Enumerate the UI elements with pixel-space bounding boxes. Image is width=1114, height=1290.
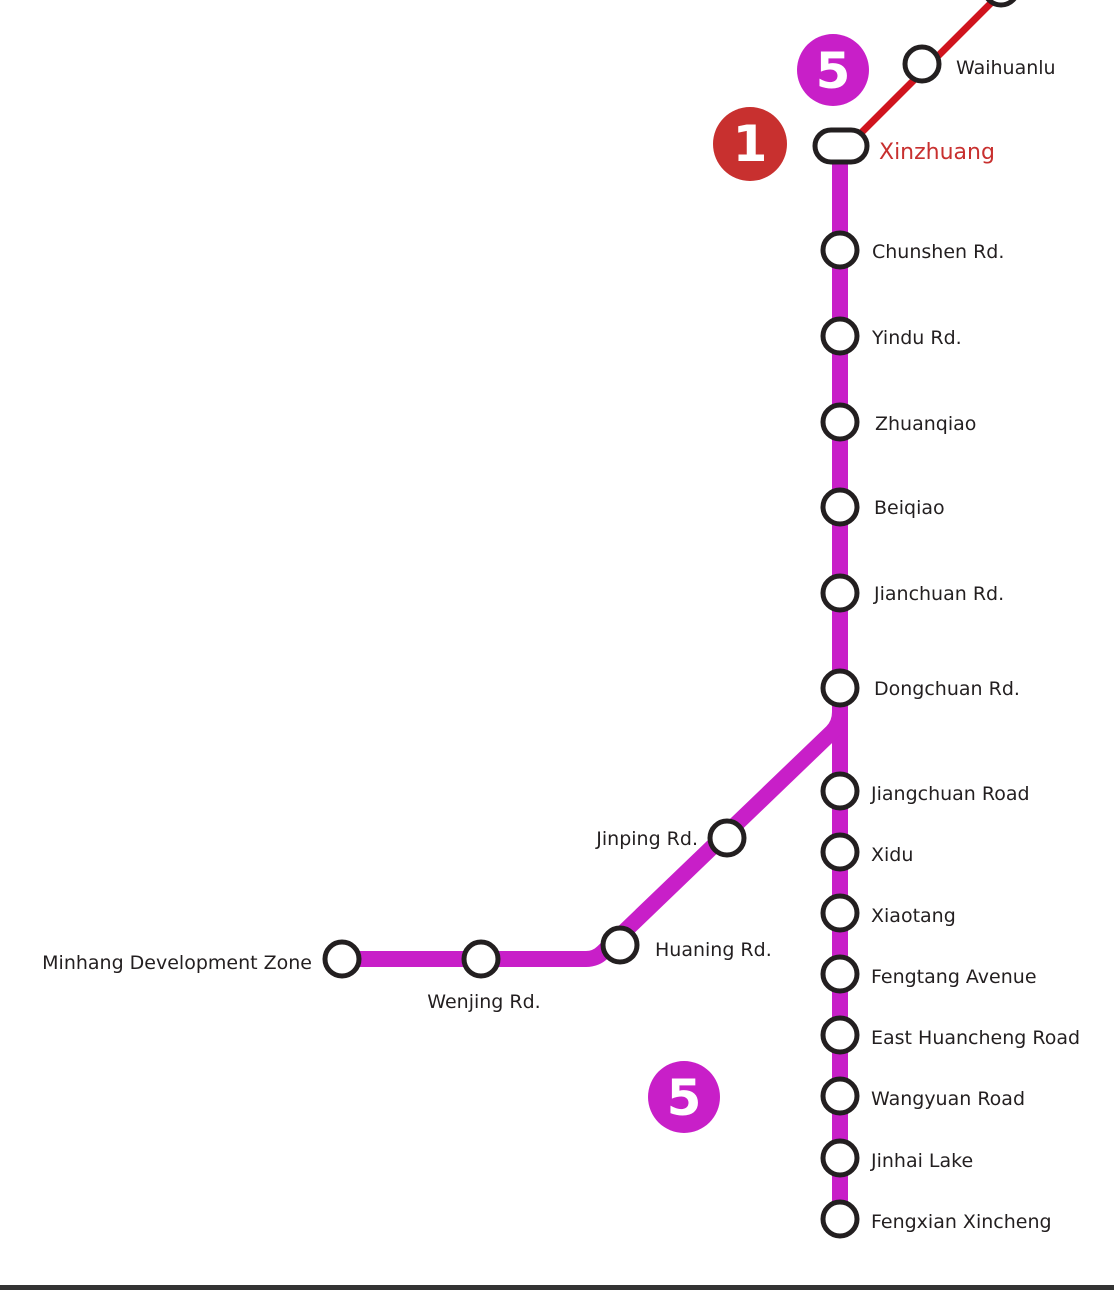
station-xinzhuang[interactable]: Xinzhuang [812,127,995,165]
station-label: Huaning Rd. [655,939,772,961]
station-label: Fengtang Avenue [871,966,1037,988]
station-marker[interactable] [820,1015,860,1055]
station-marker[interactable] [820,487,860,527]
station-marker[interactable] [820,954,860,994]
station-marker[interactable] [820,668,860,708]
station-marker[interactable] [820,316,860,356]
station-label: Zhuanqiao [875,413,976,435]
line-5-badge-top: 5 [797,34,869,106]
bottom-border [0,1285,1114,1290]
interchange-station-marker[interactable] [812,127,870,165]
station-label: Chunshen Rd. [872,241,1004,263]
station-yindu-rd[interactable]: Yindu Rd. [820,316,962,356]
station-jinhai-lake[interactable]: Jinhai Lake [820,1138,973,1178]
station-fengxian-xincheng[interactable]: Fengxian Xincheng [820,1199,1052,1239]
line-5-badge-circle [648,1061,720,1133]
station-label: East Huancheng Road [871,1027,1080,1049]
station-marker[interactable] [820,832,860,872]
line-5-badge-number: 5 [816,42,851,100]
station-huaning-rd[interactable]: Huaning Rd. [600,925,772,965]
station-jianchuan-rd[interactable]: Jianchuan Rd. [820,573,1004,613]
station-label: Xidu [871,844,913,866]
line-1-badge-number: 1 [733,115,768,173]
station-marker[interactable] [820,402,860,442]
station-label: Wangyuan Road [871,1088,1025,1110]
station-label: Yindu Rd. [871,327,962,349]
station-label: Jiangchuan Road [870,783,1030,805]
station-zhuanqiao[interactable]: Zhuanqiao [820,402,976,442]
station-marker[interactable] [820,893,860,933]
station-marker[interactable] [820,1076,860,1116]
station-label: Beiqiao [874,497,945,519]
line-5-badge-number: 5 [667,1069,702,1127]
station-jinping-rd[interactable]: Jinping Rd. [595,818,747,858]
line-1-badge-circle [713,107,787,181]
station-chunshen-rd[interactable]: Chunshen Rd. [820,230,1004,270]
station-marker[interactable] [461,939,501,979]
station-marker[interactable] [902,44,942,84]
station-jiangchuan-road[interactable]: Jiangchuan Road [820,771,1030,811]
station-label: Jianchuan Rd. [873,583,1004,605]
station-marker[interactable] [707,818,747,858]
station-label: Wenjing Rd. [427,991,540,1013]
station-dongchuan-rd[interactable]: Dongchuan Rd. [820,668,1020,708]
station-label: Jinping Rd. [595,828,698,850]
line-1-badge: 1 [713,107,787,181]
station-label: Dongchuan Rd. [874,678,1020,700]
station-marker[interactable] [820,1199,860,1239]
station-east-huancheng-road[interactable]: East Huancheng Road [820,1015,1080,1055]
station-marker[interactable] [820,1138,860,1178]
station-marker[interactable] [820,230,860,270]
line-5-badge-bottom: 5 [648,1061,720,1133]
station-marker-offscreen[interactable] [984,0,1018,8]
station-fengtang-avenue[interactable]: Fengtang Avenue [820,954,1037,994]
station-waihuanlu[interactable]: Waihuanlu [902,44,1056,84]
station-xiaotang[interactable]: Xiaotang [820,893,956,933]
line-5-minhang-branch-track [334,698,848,967]
station-xidu[interactable]: Xidu [820,832,913,872]
station-label: Xiaotang [871,905,956,927]
station-beiqiao[interactable]: Beiqiao [820,487,945,527]
station-label: Minhang Development Zone [42,952,312,974]
line-5-badge-circle [797,34,869,106]
station-marker[interactable] [820,771,860,811]
station-wangyuan-road[interactable]: Wangyuan Road [820,1076,1025,1116]
station-marker[interactable] [322,939,362,979]
station-marker[interactable] [600,925,640,965]
station-label: Waihuanlu [956,57,1056,79]
station-label: Fengxian Xincheng [871,1211,1052,1233]
station-label: Jinhai Lake [870,1150,973,1172]
station-wenjing-rd[interactable]: Wenjing Rd. [427,939,541,1013]
station-minhang-development-zone[interactable]: Minhang Development Zone [42,939,362,979]
station-label: Xinzhuang [879,140,995,165]
station-marker[interactable] [820,573,860,613]
